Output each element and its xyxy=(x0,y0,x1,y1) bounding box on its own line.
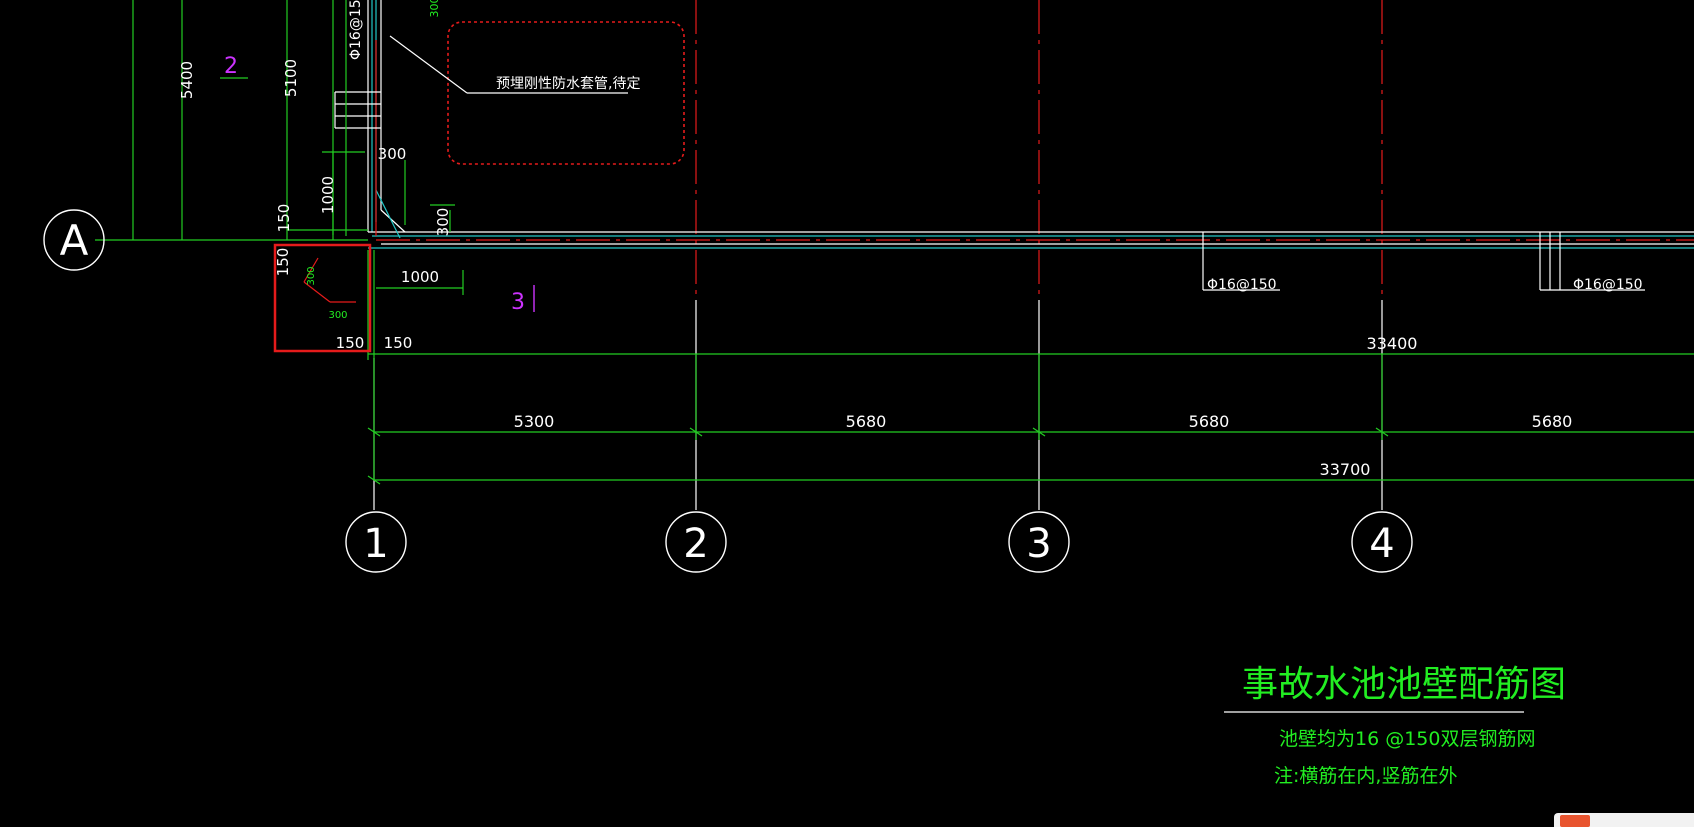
dim-5100: 5100 xyxy=(282,59,300,97)
dim-150-c: 150 xyxy=(336,334,365,352)
rebar-hatch xyxy=(334,91,1645,291)
title-block: 事故水池池壁配筋图 池壁均为16 @150双层钢筋网 注:横筋在内,竖筋在外 xyxy=(1224,664,1566,787)
axis-label-2: 2 xyxy=(683,521,708,567)
corner-rebar-detail xyxy=(303,257,356,303)
section-mark-3: 3 xyxy=(511,290,525,315)
pool-wall xyxy=(367,0,1694,249)
taskbar-corner[interactable] xyxy=(1554,813,1694,827)
app-logo-icon[interactable] xyxy=(1560,815,1590,827)
axis-bubble-col-4[interactable]: 4 xyxy=(1351,511,1413,573)
annotation-labels: Φ16@150 Φ16@150 Φ16@150 预埋刚性防水套管,待定 2 3 xyxy=(220,0,1643,315)
dim-300-top: 300 xyxy=(428,0,441,18)
rebar-label-2: Φ16@150 xyxy=(1207,277,1277,293)
axis-label-a: A xyxy=(60,216,89,265)
dimension-texts: 5400 5100 1000 150 150 300 300 300 1000 … xyxy=(178,0,1572,479)
note-line-1: 池壁均为16 @150双层钢筋网 xyxy=(1279,728,1535,750)
vertical-dimensions xyxy=(95,0,455,241)
dim-33400: 33400 xyxy=(1367,334,1418,353)
sleeve-note: 预埋刚性防水套管,待定 xyxy=(496,76,640,92)
rebar-label-3: Φ16@150 xyxy=(1573,277,1643,293)
sleeve-cloud xyxy=(447,21,685,165)
drawing-title: 事故水池池壁配筋图 xyxy=(1242,664,1566,705)
dim-150-b: 150 xyxy=(274,248,292,277)
dim-300-small-1: 300 xyxy=(306,266,317,285)
dim-1000-horizontal: 1000 xyxy=(401,268,439,286)
axis-label-4: 4 xyxy=(1369,521,1394,567)
dim-5680-c: 5680 xyxy=(1532,412,1573,431)
dim-5680-b: 5680 xyxy=(1189,412,1230,431)
dim-300-small-2: 300 xyxy=(328,310,347,321)
axis-label-1: 1 xyxy=(363,521,388,567)
axis-bubble-col-3[interactable]: 3 xyxy=(1008,511,1070,573)
dim-1000-vertical: 1000 xyxy=(319,176,337,214)
note-line-2: 注:横筋在内,竖筋在外 xyxy=(1274,765,1457,787)
dim-300-a: 300 xyxy=(378,145,407,163)
axis-bubble-col-1[interactable]: 1 xyxy=(345,511,407,573)
axis-bubble-col-2[interactable]: 2 xyxy=(665,511,727,573)
dim-5680-a: 5680 xyxy=(846,412,887,431)
dim-150-a: 150 xyxy=(275,204,293,233)
highlight-box xyxy=(273,243,372,353)
rebar-label-1: Φ16@150 xyxy=(348,0,364,60)
section-mark-2: 2 xyxy=(224,54,238,79)
horizontal-dimensions xyxy=(367,250,1694,485)
dim-150-d: 150 xyxy=(384,334,413,352)
dim-5400: 5400 xyxy=(178,61,196,99)
dim-33700: 33700 xyxy=(1320,460,1371,479)
axis-bubble-row-a[interactable]: A xyxy=(43,209,105,271)
dim-5300: 5300 xyxy=(514,412,555,431)
axis-label-3: 3 xyxy=(1026,521,1051,567)
sleeve-leader xyxy=(389,35,628,94)
dim-300-b: 300 xyxy=(434,208,452,237)
